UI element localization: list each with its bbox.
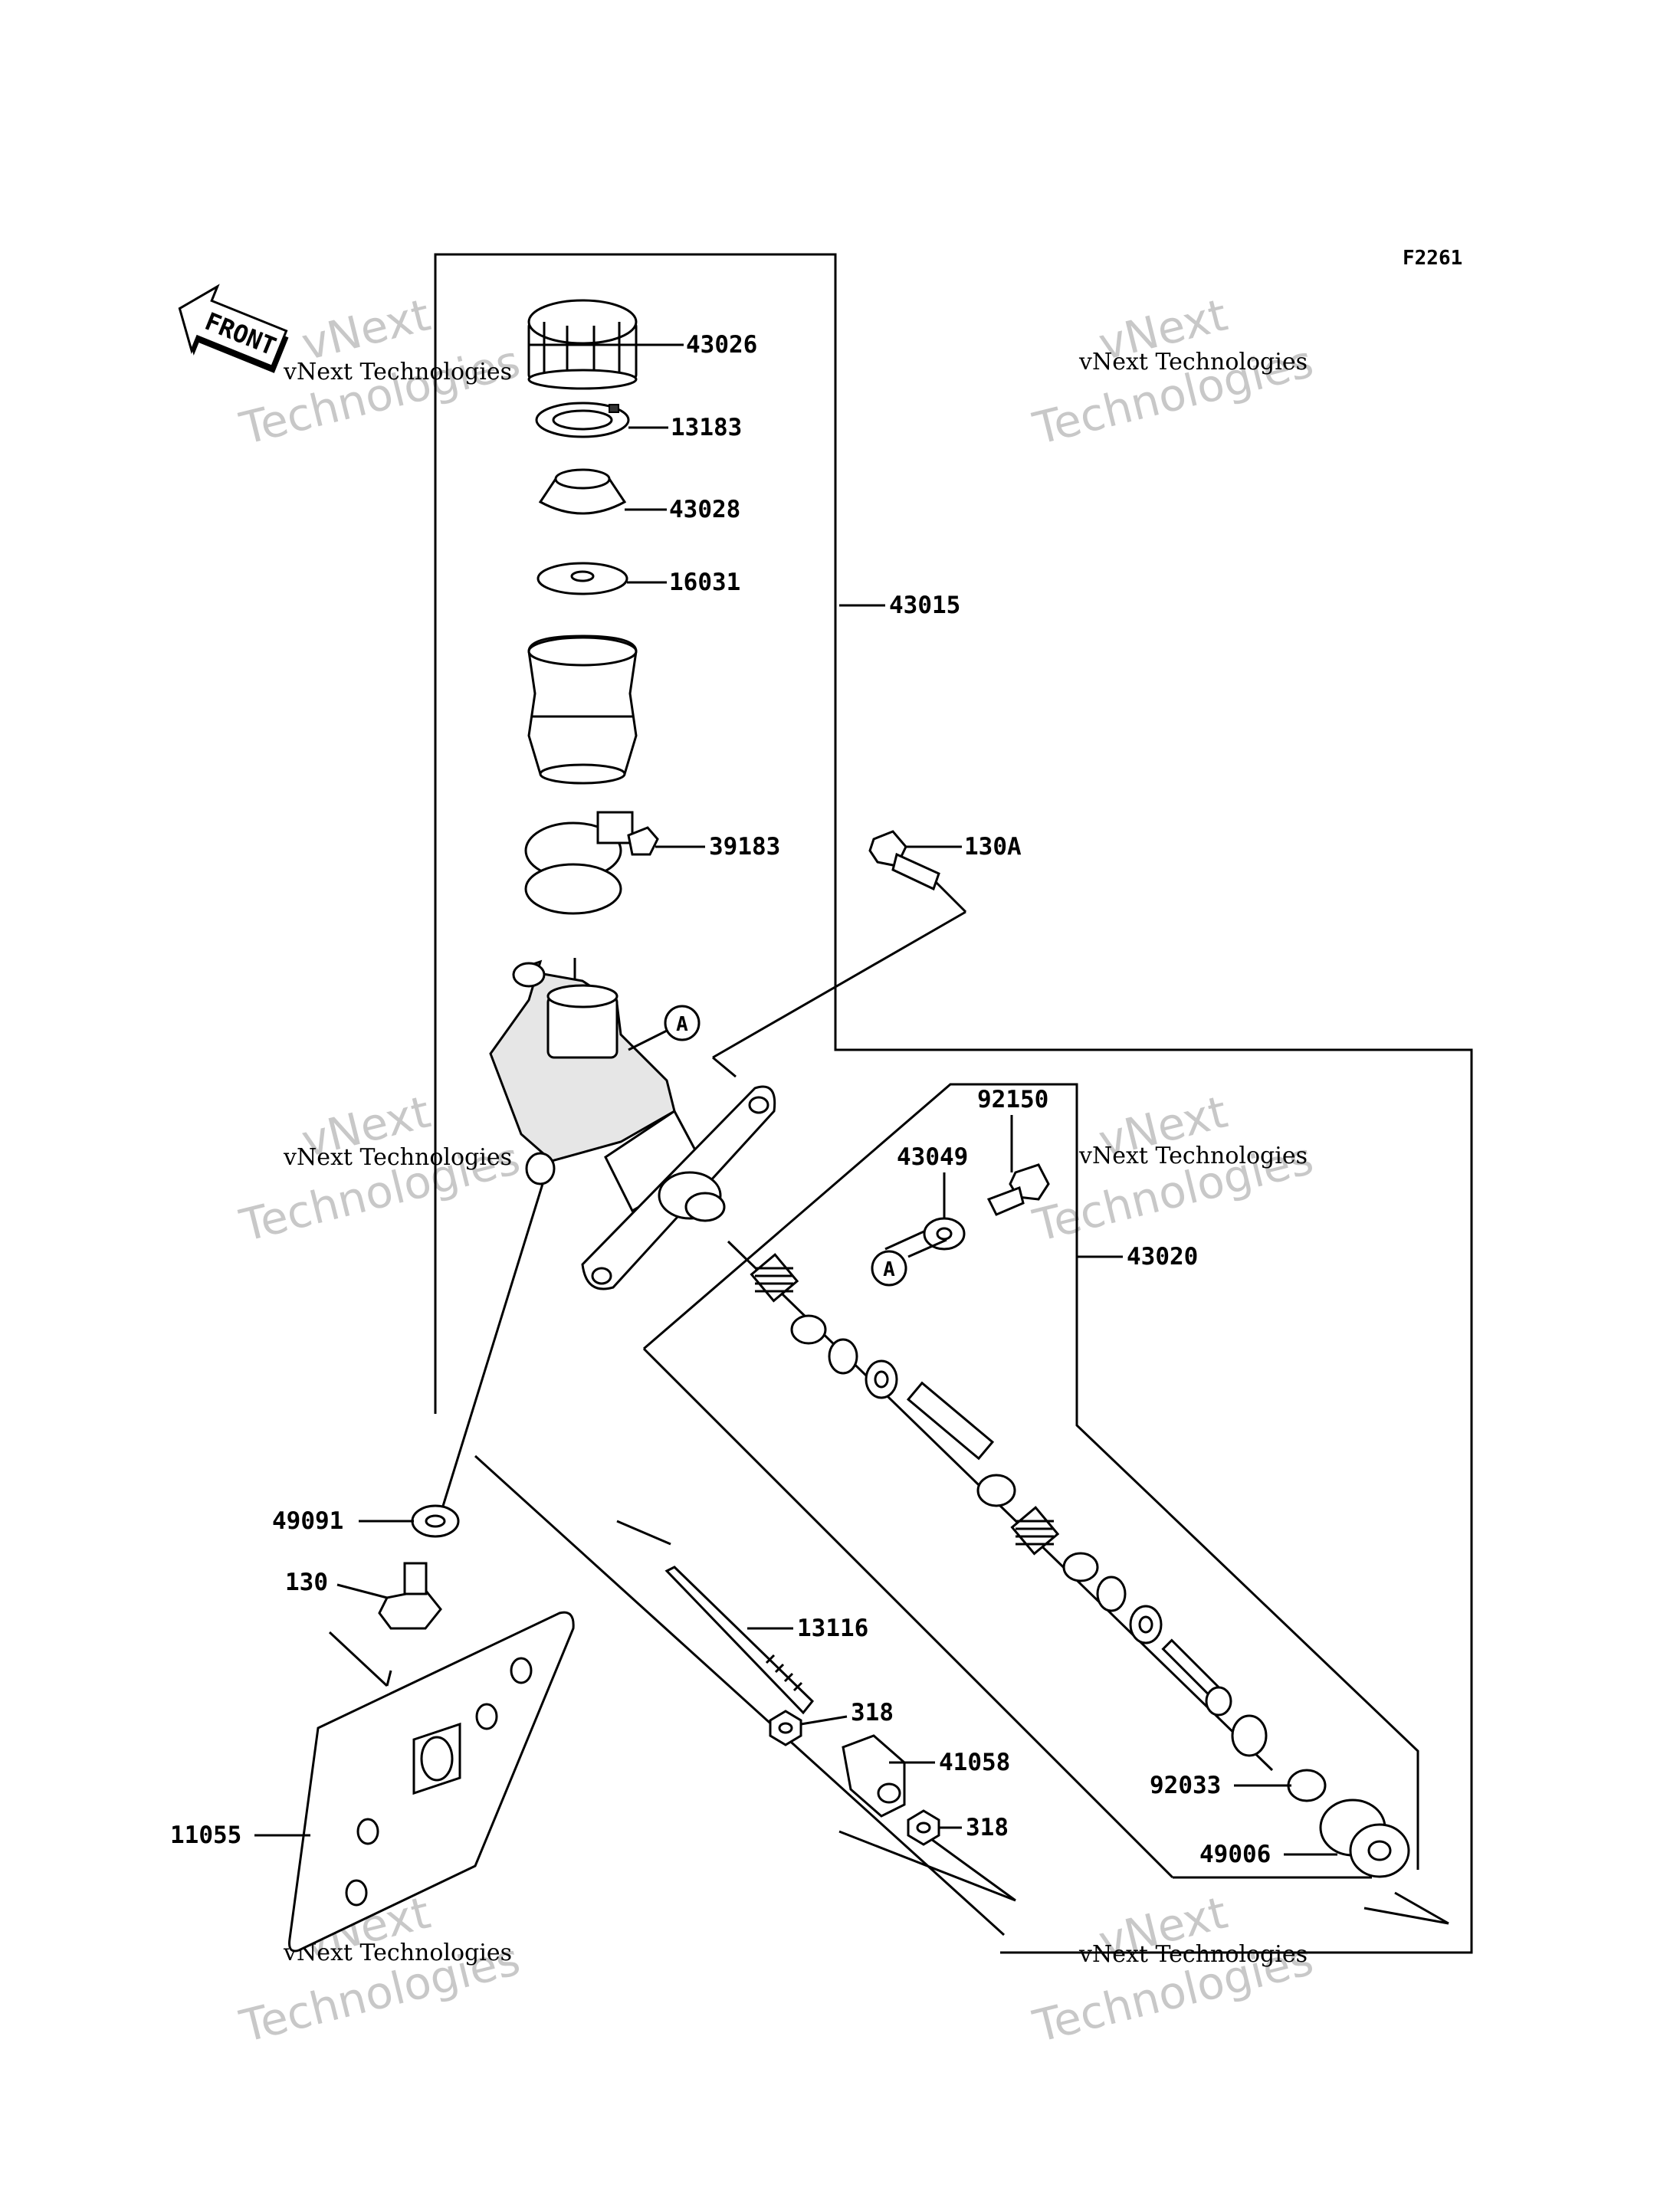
part-number-49091: 49091	[272, 1507, 343, 1535]
assembly-bracket-43015	[434, 253, 1473, 1954]
callout-a-label: A	[676, 1013, 688, 1036]
watermark-bottom-right: vNext Technologies vNext Technologies	[1028, 1887, 1318, 2053]
watermark-text: vNext Technologies	[283, 1940, 512, 1966]
watermark-text: vNext Technologies	[1078, 349, 1308, 375]
part-number-318-lower: 318	[966, 1814, 1009, 1841]
part-number-92033: 92033	[1150, 1772, 1221, 1799]
callout-a-lower: A	[871, 1238, 947, 1287]
watermark-text: vNext Technologies	[1078, 1941, 1308, 1968]
part-number-11055: 11055	[170, 1822, 241, 1849]
float-washer	[536, 562, 628, 595]
part-number-43026: 43026	[686, 331, 757, 359]
part-number-130A: 130A	[964, 833, 1022, 861]
diaphragm	[538, 468, 627, 515]
reservoir-cap	[527, 299, 638, 390]
callout-a-upper: A	[628, 1005, 701, 1051]
part-number-16031: 16031	[669, 569, 740, 596]
watermark-text: vNext Technologies	[283, 359, 512, 385]
watermark-mid-right: vNext Technologies vNext Technologies	[1028, 1086, 1318, 1252]
watermark-top-left: vNext Technologies vNext Technologies	[235, 289, 525, 455]
part-number-43015: 43015	[889, 592, 960, 619]
watermark-mid-left: vNext Technologies vNext Technologies	[235, 1086, 525, 1252]
front-arrow-icon: FRONT	[178, 284, 289, 373]
part-number-130: 130	[285, 1569, 328, 1596]
callout-a-label: A	[883, 1258, 895, 1281]
part-number-92150: 92150	[977, 1086, 1048, 1113]
nut-318-lower	[907, 1809, 940, 1846]
part-number-13116: 13116	[797, 1615, 868, 1642]
watermark-text: vNext Technologies	[283, 1144, 512, 1171]
bracket-plate-11055	[288, 1611, 575, 1953]
hose-clamp	[524, 811, 659, 915]
part-number-41058: 41058	[939, 1749, 1010, 1776]
washer-49091	[411, 1504, 460, 1538]
part-leaders	[254, 343, 1337, 1856]
washer-43049	[923, 1217, 966, 1251]
part-number-43049: 43049	[897, 1143, 968, 1171]
push-rod-13116	[664, 1566, 815, 1715]
part-number-13183: 13183	[671, 414, 742, 441]
part-number-318-upper: 318	[851, 1699, 894, 1726]
reservoir-tank	[527, 635, 638, 785]
master-cylinder-body	[489, 959, 707, 1213]
part-number-49006: 49006	[1199, 1841, 1271, 1868]
watermark-text: vNext Technologies	[1078, 1143, 1308, 1169]
cap-plate	[535, 402, 630, 438]
plug-130	[378, 1562, 442, 1630]
dust-boot-49006	[1319, 1799, 1410, 1878]
clevis-41058	[842, 1734, 906, 1818]
diagram-code: F2261	[1403, 247, 1462, 270]
piston-kit	[750, 1253, 1268, 1757]
nut-318-upper	[769, 1710, 802, 1746]
part-number-43020: 43020	[1127, 1243, 1198, 1271]
watermark-top-right: vNext Technologies vNext Technologies	[1028, 289, 1318, 455]
bleeder-valve-92150	[986, 1163, 1050, 1216]
bolt-130A	[868, 830, 940, 891]
circlip-92033	[1287, 1769, 1327, 1802]
mounting-flange	[581, 1085, 776, 1290]
part-number-39183: 39183	[709, 833, 780, 861]
part-number-43028: 43028	[669, 496, 740, 523]
